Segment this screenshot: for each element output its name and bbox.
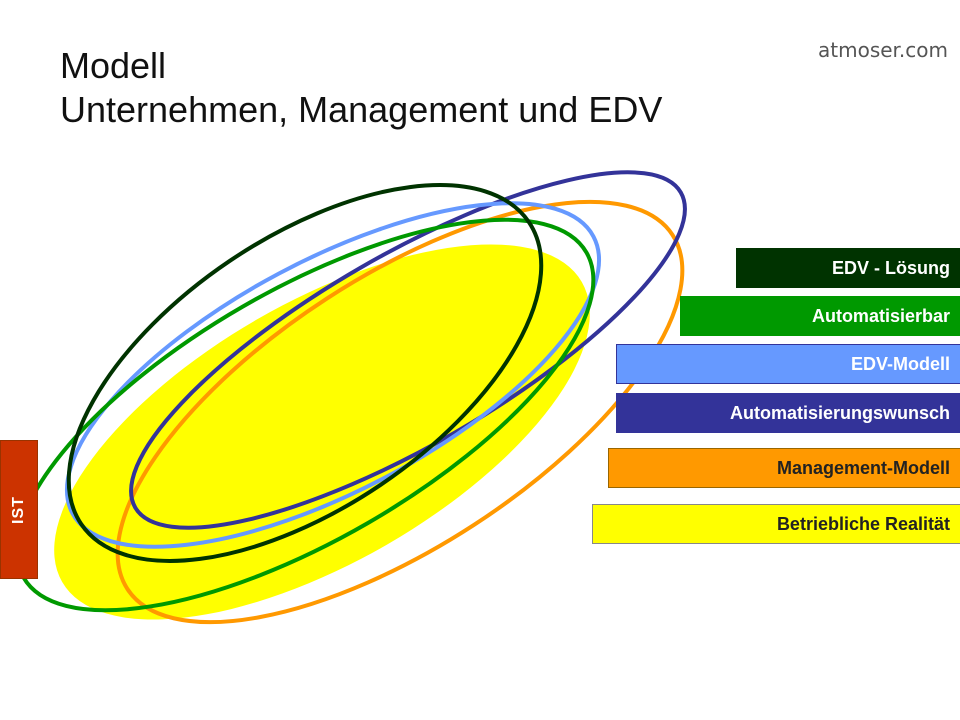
legend-text-betriebliche-realitaet: Betriebliche Realität	[776, 513, 950, 534]
ellipse-betriebliche-realitaet	[54, 244, 590, 620]
ist-label: IST	[9, 495, 27, 524]
ellipse-automatisierungswunsch	[129, 170, 687, 530]
legend-label-edv-modell: EDV-Modell	[616, 344, 960, 384]
brand-logo-text: atmoser.com	[818, 38, 948, 62]
legend-label-management-modell: Management-Modell	[608, 448, 960, 488]
title-line-2: Unternehmen, Management und EDV	[60, 89, 663, 130]
legend-text-automatisierbar: Automatisierbar	[811, 305, 950, 326]
legend-label-automatisierungswunsch: Automatisierungswunsch	[616, 393, 960, 433]
page-title: Modell Unternehmen, Management und EDV	[60, 44, 662, 132]
ellipse-edv-modell	[64, 201, 602, 549]
legend-label-betriebliche-realitaet: Betriebliche Realität	[592, 504, 960, 544]
legend-text-edv-loesung: EDV - Lösung	[832, 257, 950, 278]
ellipse-management-modell	[115, 199, 685, 625]
legend-label-automatisierbar: Automatisierbar	[680, 296, 960, 336]
ellipse-edv-loesung	[66, 183, 544, 563]
legend-text-management-modell: Management-Modell	[776, 457, 950, 478]
legend-text-automatisierungswunsch: Automatisierungswunsch	[729, 402, 950, 423]
title-line-1: Modell	[60, 45, 167, 86]
ist-label-box: IST	[0, 440, 38, 579]
legend-text-edv-modell: EDV-Modell	[850, 353, 950, 374]
legend-label-edv-loesung: EDV - Lösung	[736, 248, 960, 288]
